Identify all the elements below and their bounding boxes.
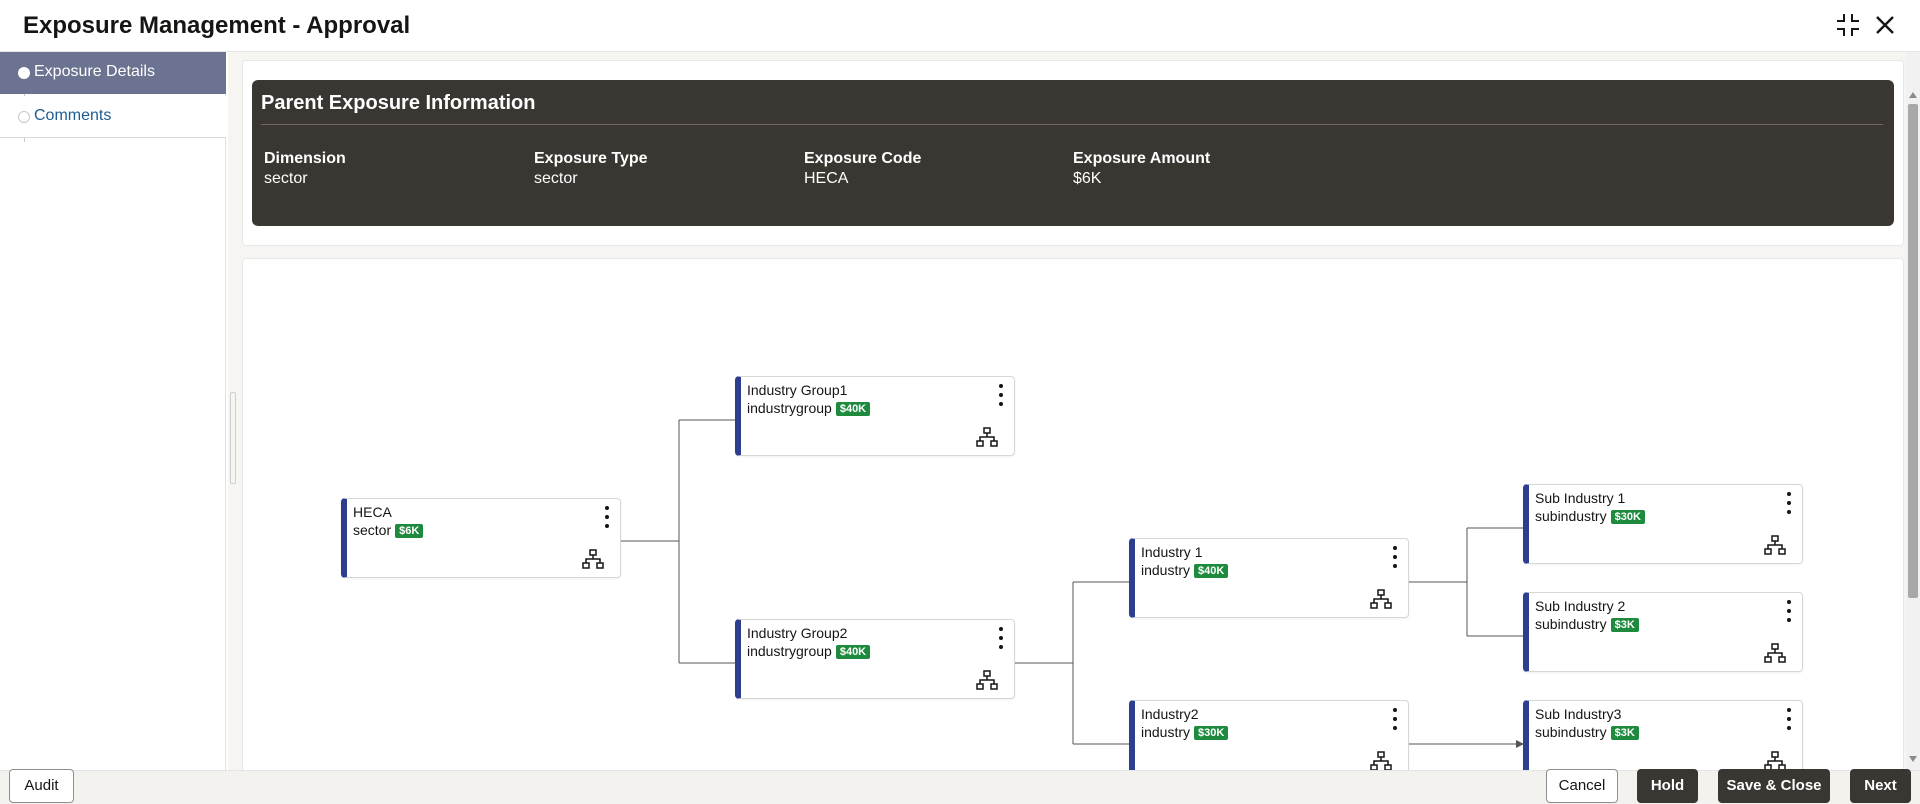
more-options-icon[interactable] xyxy=(1784,491,1794,515)
scrollbar-thumb[interactable] xyxy=(1908,104,1918,598)
more-options-icon[interactable] xyxy=(996,383,1006,407)
nav-item-label: Comments xyxy=(34,107,112,124)
scroll-up-arrow-icon[interactable] xyxy=(1909,92,1917,98)
amount-badge: $40K xyxy=(835,402,871,416)
more-options-icon[interactable] xyxy=(1390,707,1400,731)
hold-button[interactable]: Hold xyxy=(1637,769,1698,803)
field-dimension: Dimension sector xyxy=(264,150,346,188)
hierarchy-icon[interactable] xyxy=(1370,751,1392,771)
node-type: subindustry$3K xyxy=(1535,616,1639,632)
more-options-icon[interactable] xyxy=(1784,599,1794,623)
amount-badge: $30K xyxy=(1194,726,1229,740)
step-dot-icon xyxy=(18,67,30,79)
node-type: industry$30K xyxy=(1141,724,1229,740)
amount-badge: $40K xyxy=(835,645,871,659)
field-label: Dimension xyxy=(264,150,346,167)
hierarchy-icon[interactable] xyxy=(1764,751,1786,771)
scroll-down-arrow-icon[interactable] xyxy=(1909,756,1917,762)
minimize-icon[interactable] xyxy=(1835,12,1861,38)
tree-node-industry-group1[interactable]: Industry Group1 industrygroup$40K xyxy=(735,376,1015,456)
field-exposure-amount: Exposure Amount $6K xyxy=(1073,150,1210,188)
panel-splitter-handle[interactable] xyxy=(230,392,236,484)
node-name: Sub Industry 1 xyxy=(1535,490,1626,506)
field-exposure-type: Exposure Type sector xyxy=(534,150,648,188)
divider xyxy=(261,124,1883,125)
amount-badge: $6K xyxy=(395,524,424,538)
nav-item-comments[interactable]: Comments xyxy=(0,96,226,138)
section-title: Parent Exposure Information xyxy=(261,92,536,114)
amount-badge: $3K xyxy=(1610,726,1639,740)
more-options-icon[interactable] xyxy=(1390,545,1400,569)
hierarchy-icon[interactable] xyxy=(582,549,604,569)
left-nav: Exposure Details Comments xyxy=(0,52,226,770)
amount-badge: $40K xyxy=(1194,564,1229,578)
node-type: industry$40K xyxy=(1141,562,1229,578)
node-name: Industry Group1 xyxy=(747,382,848,398)
node-type: subindustry$3K xyxy=(1535,724,1639,740)
node-type: industrygroup$40K xyxy=(747,643,871,659)
node-name: Sub Industry3 xyxy=(1535,706,1622,722)
amount-badge: $3K xyxy=(1610,618,1639,632)
tree-node-industry2[interactable]: Industry2 industry$30K xyxy=(1129,700,1409,780)
more-options-icon[interactable] xyxy=(1784,707,1794,731)
more-options-icon[interactable] xyxy=(602,505,612,529)
field-value: sector xyxy=(264,170,308,187)
dialog-header: Exposure Management - Approval xyxy=(0,0,1920,52)
node-type-label: subindustry xyxy=(1535,724,1607,740)
page-title: Exposure Management - Approval xyxy=(23,12,411,39)
node-name: HECA xyxy=(353,504,392,520)
node-name: Industry 1 xyxy=(1141,544,1203,560)
audit-button[interactable]: Audit xyxy=(9,769,74,803)
save-close-button[interactable]: Save & Close xyxy=(1718,769,1830,803)
close-icon[interactable] xyxy=(1872,12,1898,38)
tree-node-sub-industry3[interactable]: Sub Industry3 subindustry$3K xyxy=(1523,700,1803,780)
tree-node-heca[interactable]: HECA sector$6K xyxy=(341,498,621,578)
node-type-label: sector xyxy=(353,522,392,538)
node-name: Industry2 xyxy=(1141,706,1199,722)
amount-badge: $30K xyxy=(1610,510,1645,524)
node-name: Industry Group2 xyxy=(747,625,848,641)
more-options-icon[interactable] xyxy=(996,626,1006,650)
node-type-label: industrygroup xyxy=(747,643,832,659)
node-type-label: subindustry xyxy=(1535,616,1607,632)
node-type: sector$6K xyxy=(353,522,424,538)
node-type-label: subindustry xyxy=(1535,508,1607,524)
field-exposure-code: Exposure Code HECA xyxy=(804,150,921,188)
node-type-label: industrygroup xyxy=(747,400,832,416)
nav-item-label: Exposure Details xyxy=(34,63,155,80)
tree-node-sub-industry-1[interactable]: Sub Industry 1 subindustry$30K xyxy=(1523,484,1803,564)
field-value: sector xyxy=(534,170,578,187)
hierarchy-icon[interactable] xyxy=(1370,589,1392,609)
node-type: subindustry$30K xyxy=(1535,508,1645,524)
field-label: Exposure Code xyxy=(804,150,922,167)
field-label: Exposure Amount xyxy=(1073,150,1211,167)
cancel-button[interactable]: Cancel xyxy=(1546,769,1618,803)
node-type-label: industry xyxy=(1141,724,1191,740)
hierarchy-icon[interactable] xyxy=(976,670,998,690)
parent-exposure-card: Parent Exposure Information Dimension se… xyxy=(252,80,1894,226)
footer-bar xyxy=(0,770,1920,804)
hierarchy-icon[interactable] xyxy=(976,427,998,447)
node-type: industrygroup$40K xyxy=(747,400,871,416)
next-button[interactable]: Next xyxy=(1850,769,1911,803)
tree-node-industry-group2[interactable]: Industry Group2 industrygroup$40K xyxy=(735,619,1015,699)
hierarchy-icon[interactable] xyxy=(1764,535,1786,555)
tree-node-industry-1[interactable]: Industry 1 industry$40K xyxy=(1129,538,1409,618)
field-value: HECA xyxy=(804,170,849,187)
field-label: Exposure Type xyxy=(534,150,648,167)
field-value: $6K xyxy=(1073,170,1102,187)
tree-node-sub-industry-2[interactable]: Sub Industry 2 subindustry$3K xyxy=(1523,592,1803,672)
nav-item-exposure-details[interactable]: Exposure Details xyxy=(0,52,226,94)
hierarchy-icon[interactable] xyxy=(1764,643,1786,663)
step-dot-icon xyxy=(18,111,30,123)
node-type-label: industry xyxy=(1141,562,1191,578)
node-name: Sub Industry 2 xyxy=(1535,598,1626,614)
